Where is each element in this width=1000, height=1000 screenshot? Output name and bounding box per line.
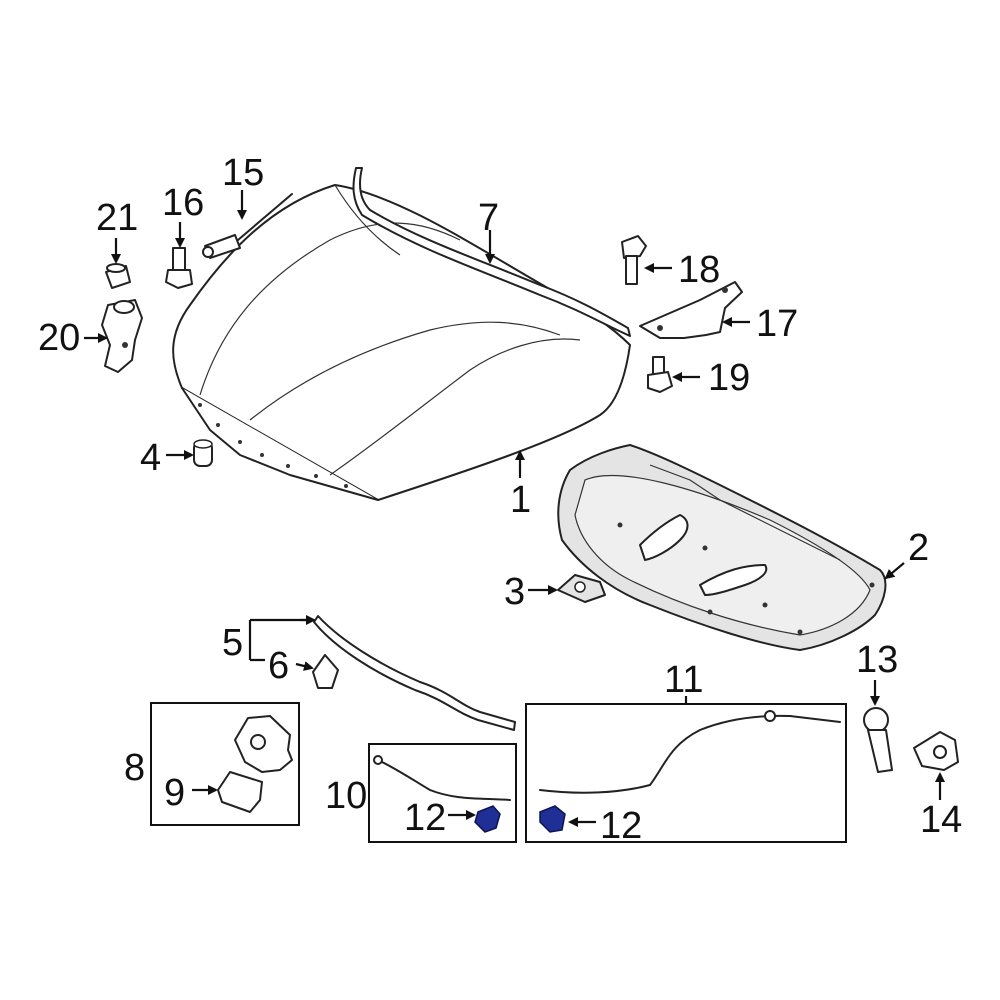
callout-20: 20 [38, 317, 80, 359]
hood-latch-part[interactable] [234, 715, 293, 773]
bolt-18-part[interactable] [621, 235, 647, 285]
cable-clip-12a-part[interactable] [474, 805, 501, 833]
callout-18: 18 [678, 249, 720, 291]
seal-clip-part[interactable] [312, 654, 339, 689]
hood-seal-part[interactable] [352, 167, 631, 337]
release-cable-10-part[interactable] [373, 755, 511, 801]
nut-21-part[interactable] [105, 263, 131, 289]
callout-8: 8 [124, 747, 145, 789]
part-13[interactable] [863, 707, 893, 773]
lift-support-part[interactable] [202, 193, 293, 259]
part-14[interactable] [913, 731, 959, 771]
latch-group-box [150, 702, 300, 826]
callout-5: 5 [222, 622, 243, 664]
release-cable-11-part[interactable] [539, 710, 841, 794]
callout-7: 7 [478, 197, 499, 239]
callout-12-left: 12 [404, 797, 446, 839]
callout-16: 16 [162, 182, 204, 224]
callout-11: 11 [664, 659, 703, 701]
callout-4: 4 [140, 437, 161, 479]
callout-labels: 1 2 3 4 5 6 7 8 9 10 11 12 12 13 14 15 1… [38, 152, 962, 847]
latch-bracket-part[interactable] [217, 771, 263, 813]
front-seal-part[interactable] [313, 615, 516, 731]
callout-19: 19 [708, 357, 750, 399]
callout-1: 1 [510, 479, 531, 521]
leader-lines [84, 190, 945, 827]
callout-13: 13 [856, 639, 898, 681]
callout-10: 10 [325, 775, 367, 817]
callout-17: 17 [756, 303, 798, 345]
callout-2: 2 [908, 527, 929, 569]
callout-6: 6 [268, 645, 289, 687]
cable-clip-12b-part[interactable] [539, 805, 566, 833]
hood-part[interactable] [172, 184, 631, 501]
callout-15: 15 [222, 152, 264, 194]
callout-9: 9 [164, 772, 185, 814]
callout-21: 21 [96, 197, 138, 239]
bolt-19-part[interactable] [647, 356, 673, 393]
hood-bumper-part[interactable] [193, 439, 213, 467]
callout-14: 14 [920, 799, 962, 841]
bolt-16-part[interactable] [165, 247, 193, 289]
insulator-clip-part[interactable] [557, 574, 606, 603]
hood-insulator-part[interactable] [557, 444, 887, 651]
callout-12-right: 12 [600, 805, 642, 847]
callout-3: 3 [504, 571, 525, 613]
hinge-part[interactable] [101, 299, 143, 373]
